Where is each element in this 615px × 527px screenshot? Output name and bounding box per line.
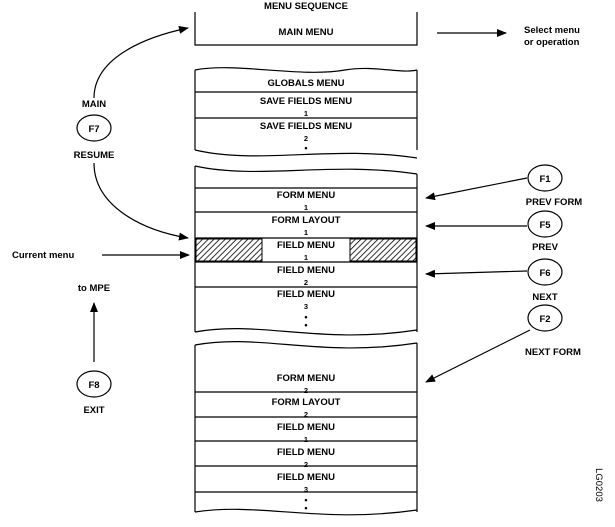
prev-form-arrow (425, 177, 528, 201)
main-menu-box (194, 12, 418, 46)
prev-form-label: PREV FORM (526, 197, 583, 208)
f2-key-circle (527, 304, 563, 332)
form2-form-menu-number: 2 (304, 386, 308, 395)
f1-key-label: F1 (539, 174, 551, 185)
form2-field-menu-1-label: FIELD MENU (277, 422, 335, 433)
diagram-title: MENU SEQUENCE (264, 1, 348, 12)
f8-key-label: F8 (88, 380, 99, 391)
form2-form-menu-label: FORM MENU (277, 373, 336, 384)
form1-field-menu-3-label: FIELD MENU (277, 289, 335, 300)
form1-field-menu-1-number: 1 (304, 253, 308, 262)
form2-field-menu-3-label: FIELD MENU (277, 472, 335, 483)
continuation-dots: • (304, 503, 307, 513)
main-to-menu-arrow (93, 25, 189, 99)
f6-key-circle (527, 258, 563, 286)
f5-key-circle (527, 210, 563, 238)
form1-block (194, 165, 418, 336)
globals-menu-block (194, 67, 418, 159)
next-form-label: NEXT FORM (525, 347, 581, 358)
continuation-dots: • (304, 495, 307, 505)
form2-form-layout-number: 2 (304, 410, 308, 419)
resume-label: RESUME (74, 150, 115, 161)
main-menu-label: MAIN MENU (279, 27, 334, 38)
next-label: NEXT (532, 292, 558, 303)
continuation-dots: • (304, 312, 307, 322)
f7-key-circle (76, 114, 112, 142)
form2-field-menu-2-label: FIELD MENU (277, 447, 335, 458)
save-fields-menu-1-label: SAVE FIELDS MENU (260, 96, 352, 107)
f5-key-label: F5 (539, 220, 551, 231)
f2-key-label: F2 (539, 314, 550, 325)
resume-arrow (93, 162, 189, 241)
f8-key-circle (76, 370, 112, 398)
current-menu-label: Current menu (12, 250, 74, 261)
form2-field-menu-1-number: 1 (304, 435, 308, 444)
form1-field-menu-2-label: FIELD MENU (277, 265, 335, 276)
form2-field-menu-3-number: 3 (304, 485, 308, 494)
save-fields-menu-2-label: SAVE FIELDS MENU (260, 121, 352, 132)
form1-form-menu-number: 1 (304, 203, 308, 212)
select-note-line1: Select menu (524, 25, 580, 36)
form1-form-layout-number: 1 (304, 228, 308, 237)
select-note-line2: or operation (524, 37, 580, 48)
form1-field-menu-3-number: 3 (304, 302, 308, 311)
form1-form-menu-label: FORM MENU (277, 190, 336, 201)
form2-field-menu-2-number: 2 (304, 460, 308, 469)
next-arrow (425, 269, 528, 278)
exit-label: EXIT (83, 405, 104, 416)
f1-key-circle (527, 164, 563, 192)
form2-form-layout-label: FORM LAYOUT (272, 397, 341, 408)
continuation-dots: • (304, 320, 307, 330)
to-mpe-label: to MPE (78, 283, 110, 294)
form2-block (194, 341, 418, 516)
f7-key-label: F7 (88, 124, 99, 135)
prev-label: PREV (532, 242, 559, 253)
current-menu-highlight (195, 238, 417, 262)
form1-field-menu-2-number: 2 (304, 278, 308, 287)
form1-form-layout-label: FORM LAYOUT (272, 215, 341, 226)
save-fields-menu-1-number: 1 (304, 109, 308, 118)
main-label: MAIN (82, 99, 106, 110)
figure-number: LG0203 (593, 468, 604, 502)
next-form-arrow (425, 329, 531, 383)
form1-field-menu-1-label: FIELD MENU (277, 240, 335, 251)
globals-menu-label: GLOBALS MENU (267, 78, 344, 89)
f6-key-label: F6 (539, 268, 550, 279)
continuation-dots: • (304, 143, 307, 153)
save-fields-menu-2-number: 2 (304, 134, 308, 143)
